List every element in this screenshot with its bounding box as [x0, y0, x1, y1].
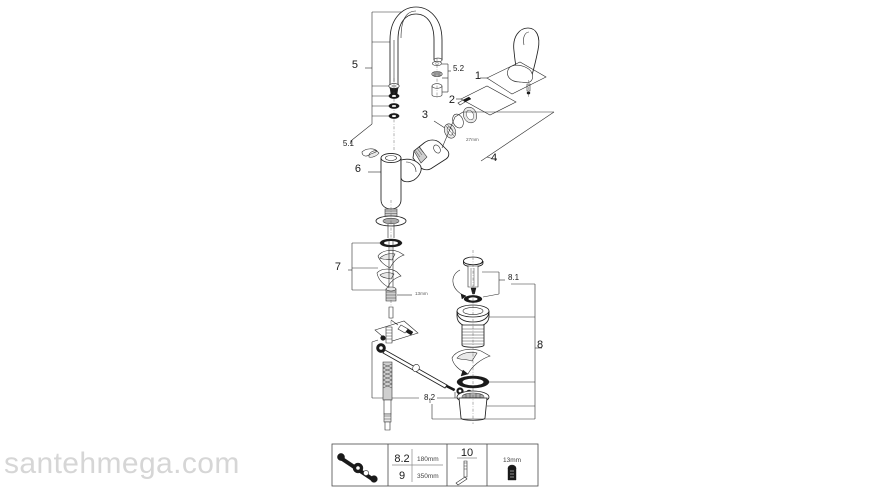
waste-gasket: [456, 375, 535, 389]
callout-4: 4: [491, 152, 497, 164]
legend-part-10-cell: 10: [455, 447, 477, 486]
cap-ring: [452, 106, 478, 129]
callout-5: 5: [352, 59, 358, 71]
flexible-hose: [382, 361, 393, 431]
cartridge-group: [412, 111, 555, 171]
spout-assembly-group: [349, 6, 451, 150]
legend-part-8-2: 8.2: [394, 453, 409, 465]
legend-part-10-number: 10: [461, 447, 473, 459]
callout-5-2: 5.2: [453, 64, 465, 73]
callout-8: 8: [537, 339, 543, 351]
legend-length-350mm: 350mm: [417, 473, 439, 480]
fixing-set-group: [348, 238, 412, 325]
legend-length-180mm: 180mm: [417, 456, 439, 463]
site-watermark: santehmega.com: [4, 447, 240, 480]
callout-7: 7: [335, 261, 341, 273]
popup-waste-group: [431, 250, 542, 424]
callout-3: 3: [422, 109, 428, 121]
gooseneck-spout: [389, 6, 443, 98]
pivot-saddle: [451, 348, 491, 377]
waste-body-upper: [456, 304, 535, 348]
legend-table: 8.2 9 180mm 350mm 10 13mm: [331, 443, 539, 487]
saddle-washer-upper: [377, 250, 405, 269]
cartridge-body: [412, 139, 450, 171]
fixing-nut: [385, 286, 397, 302]
legend-dimension-13mm: 13mm: [503, 457, 521, 464]
lever-handle-group: [480, 27, 547, 98]
cartridge-screw-icon: [507, 464, 517, 481]
grub-screw: [457, 96, 472, 106]
waste-plug: [452, 256, 505, 303]
callout-labels: 1 2 3 4 5 5.1 5.2 6 7 8 8.1 8.2: [335, 59, 543, 402]
pivot-rod-linkage-group: [371, 319, 473, 403]
spout-oring-stack: [388, 78, 400, 150]
callout-6: 6: [355, 163, 361, 175]
pop-up-rod-icon: [455, 460, 468, 486]
legend-lengths-cell: 8.2 9 180mm 350mm: [392, 449, 443, 482]
clevis-strap: [380, 324, 414, 344]
legend-part-9: 9: [399, 470, 405, 482]
dimension-13mm: 13mm: [415, 291, 428, 296]
pivot-rod-linkage-icon: [337, 453, 378, 483]
dimension-27mm: 27mm: [466, 137, 479, 142]
faucet-body-group: [361, 148, 422, 262]
legend-13mm-cell: 13mm: [503, 457, 521, 481]
screw-cap-group: [452, 85, 517, 129]
callout-1: 1: [475, 70, 481, 82]
callout-8-1: 8.1: [508, 273, 520, 282]
lift-rod: [376, 343, 456, 392]
retaining-clip: [361, 148, 380, 158]
dimension-labels: 27mm 13mm: [415, 137, 479, 296]
callout-2: 2: [449, 94, 455, 106]
aerator-assembly: [431, 58, 451, 99]
callout-8-2: 8.2: [424, 393, 436, 402]
waste-body-lower: [456, 390, 535, 421]
callout-5-1: 5.1: [343, 139, 355, 148]
